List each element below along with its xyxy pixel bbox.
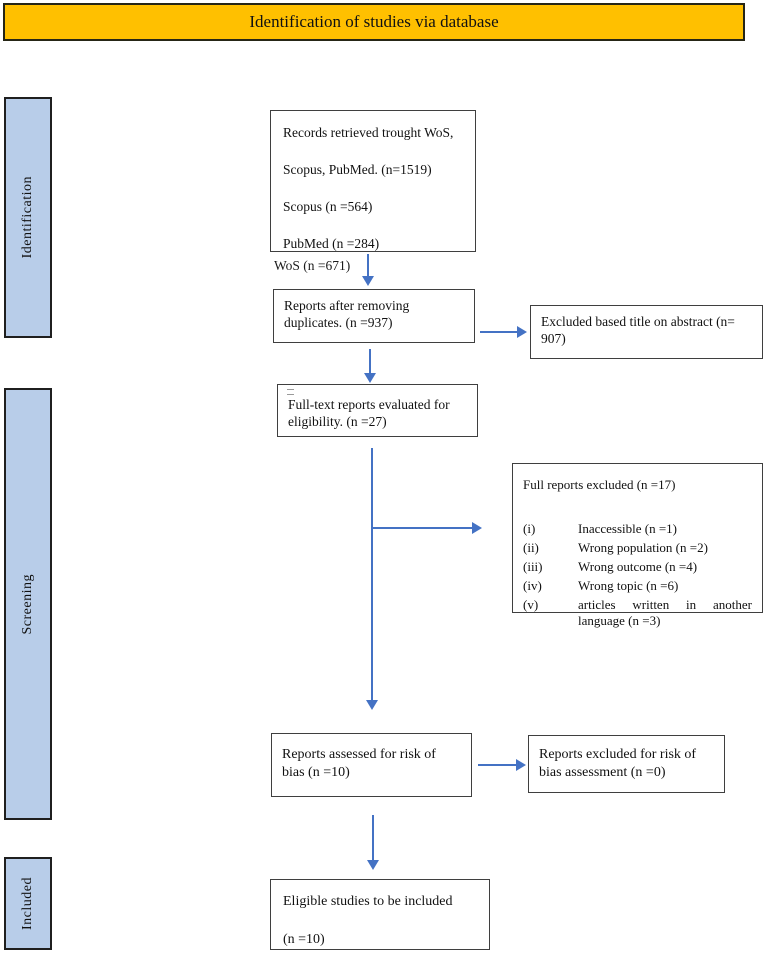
full-reports-excluded-heading: Full reports excluded (n =17) — [523, 477, 676, 492]
diagram-title: Identification of studies via database — [249, 12, 499, 31]
stage-screening-label: Screening — [20, 573, 35, 635]
stage-screening: Screening — [4, 388, 52, 820]
exclusion-reason-row: (iii) Wrong outcome (n =4) — [523, 559, 752, 575]
records-line: Scopus, PubMed. (n=1519) — [283, 161, 432, 177]
full-reports-excluded-box: Full reports excluded (n =17) (i) Inacce… — [512, 463, 763, 628]
fulltext-evaluated-box: Full-text reports evaluated for eligibil… — [277, 384, 478, 437]
arrow-duplicates-to-fulltext — [364, 349, 376, 383]
risk-bias-assessed-box: Reports assessed for risk of bias (n =10… — [271, 733, 472, 797]
reason-text: Wrong topic (n =6) — [578, 577, 679, 593]
stray-mark-icon — [287, 389, 294, 395]
reason-numeral: (ii) — [523, 539, 539, 555]
reason-text: Wrong population (n =2) — [578, 539, 708, 555]
arrow-branch-to-full-reports-excluded — [372, 522, 482, 534]
diagram-title-banner: Identification of studies via database — [3, 3, 745, 41]
exclusion-reason-row: (iv) Wrong topic (n =6) — [523, 578, 752, 594]
arrow-riskbias-to-excluded-bias — [478, 759, 526, 771]
eligible-studies-box: Eligible studies to be included (n =10) — [270, 879, 490, 950]
reason-text: Wrong outcome (n =4) — [578, 558, 698, 574]
arrow-riskbias-to-eligible — [367, 815, 379, 870]
records-line: Scopus (n =564) — [283, 198, 373, 214]
eligible-line: (n =10) — [283, 931, 325, 947]
records-retrieved-box: Records retrieved trought WoS, Scopus, P… — [270, 110, 476, 252]
excluded-abstract-box: Excluded based title on abstract (n= 907… — [530, 305, 763, 359]
arrow-duplicates-to-excluded-abstract — [480, 326, 527, 338]
eligible-line: Eligible studies to be included — [283, 894, 453, 909]
exclusion-reason-row: (i) Inaccessible (n =1) — [523, 521, 752, 537]
reason-numeral: (v) — [523, 596, 539, 612]
reason-text: articles written in another language (n … — [578, 596, 752, 628]
duplicates-removed-box: Reports after removing duplicates. (n =9… — [273, 289, 475, 343]
stage-included-label: Included — [20, 877, 35, 930]
exclusion-reason-row: (ii) Wrong population (n =2) — [523, 540, 752, 556]
fulltext-evaluated-text: Full-text reports evaluated for eligibil… — [288, 397, 450, 429]
stage-identification: Identification — [4, 97, 52, 338]
reason-numeral: (i) — [523, 520, 536, 536]
arrow-fulltext-to-riskbias — [366, 448, 378, 710]
arrow-records-to-duplicates — [362, 254, 374, 286]
reason-numeral: (iii) — [523, 558, 543, 574]
records-line: Records retrieved trought WoS, — [283, 125, 454, 140]
reason-text: Inaccessible (n =1) — [578, 520, 678, 536]
excluded-risk-bias-box: Reports excluded for risk of bias assess… — [528, 735, 725, 793]
records-line: PubMed (n =284) — [283, 235, 380, 251]
exclusion-reason-row: (v) articles written in another language… — [523, 597, 752, 628]
stage-included: Included — [4, 857, 52, 950]
wos-count-note: WoS (n =671) — [274, 258, 351, 273]
reason-numeral: (iv) — [523, 577, 542, 593]
stage-identification-label: Identification — [20, 176, 35, 259]
